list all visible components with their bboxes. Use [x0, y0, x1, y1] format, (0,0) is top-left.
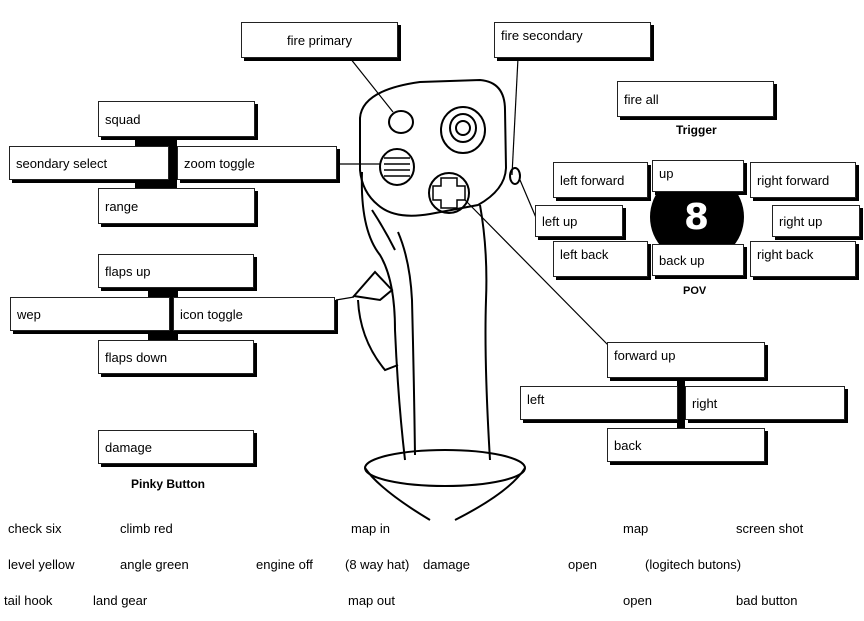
- icon-toggle-label: icon toggle: [173, 297, 335, 331]
- note-tail-hook: tail hook: [4, 593, 53, 608]
- note-map-in: map in: [351, 521, 391, 536]
- note-check-six: check six: [8, 521, 62, 536]
- pinky-button-caption: Pinky Button: [131, 477, 205, 491]
- pov-number: 8: [683, 196, 710, 238]
- note-angle-green: angle green: [120, 557, 189, 572]
- lower-hat-bar: [677, 374, 685, 434]
- pov-hat-disc: [650, 171, 744, 263]
- note-screen-shot: screen shot: [736, 521, 804, 536]
- lower-right-label: right: [685, 386, 845, 420]
- zoom-toggle-label: zoom toggle: [177, 146, 337, 180]
- squad-label: squad: [98, 101, 255, 137]
- fire-primary-label: fire primary: [241, 22, 398, 58]
- fire-secondary-label: fire secondary: [494, 22, 651, 58]
- damage-label: damage: [98, 430, 254, 464]
- forward-up-label: forward up: [607, 342, 765, 378]
- note-land-gear: land gear: [93, 593, 148, 608]
- range-label: range: [98, 188, 255, 224]
- pov-left-forward-label: left forward: [553, 162, 648, 198]
- note-map-out: map out: [348, 593, 395, 608]
- note-damage: damage: [423, 557, 470, 572]
- note-bad-button: bad button: [736, 593, 798, 608]
- pov-left-up-label: left up: [535, 205, 623, 237]
- trigger-caption: Trigger: [676, 123, 717, 137]
- pov-back-up-label: back up: [652, 244, 744, 276]
- fire-all-label: fire all: [617, 81, 774, 117]
- note-map: map: [623, 521, 649, 536]
- pov-caption: POV: [683, 285, 707, 297]
- wep-label: wep: [10, 297, 170, 331]
- flaps-up-label: flaps up: [98, 254, 254, 288]
- note-engine-off: engine off: [256, 557, 313, 572]
- secondary-select-label: seondary select: [9, 146, 169, 180]
- lower-left-label: left: [520, 386, 678, 420]
- note-eight-way-hat: (8 way hat): [345, 557, 410, 572]
- note-climb-red: climb red: [120, 521, 173, 536]
- pov-left-back-label: left back: [553, 241, 648, 277]
- pov-right-up-label: right up: [772, 205, 860, 237]
- note-open-1: open: [568, 557, 597, 572]
- flaps-down-label: flaps down: [98, 340, 254, 374]
- note-level-yellow: level yellow: [8, 557, 75, 572]
- pov-right-back-label: right back: [750, 241, 856, 277]
- note-open-2: open: [623, 593, 652, 608]
- pov-up-label: up: [652, 160, 744, 192]
- note-logitech-buttons: (logitech butons): [645, 557, 742, 572]
- back-label: back: [607, 428, 765, 462]
- pov-right-forward-label: right forward: [750, 162, 856, 198]
